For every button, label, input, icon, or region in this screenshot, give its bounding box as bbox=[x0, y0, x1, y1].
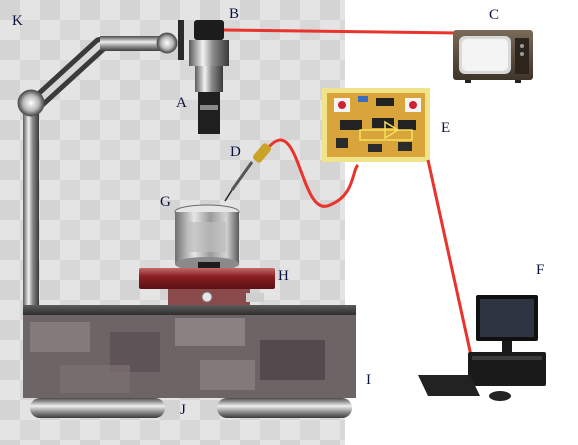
computer-F bbox=[418, 295, 546, 401]
label-G: G bbox=[160, 195, 171, 210]
label-D: D bbox=[230, 145, 241, 160]
label-F: F bbox=[536, 263, 544, 278]
monitor-C bbox=[453, 30, 533, 83]
label-E: E bbox=[441, 121, 450, 136]
label-B: B bbox=[229, 7, 239, 22]
label-A: A bbox=[176, 96, 187, 111]
sample-cell-G bbox=[175, 205, 239, 272]
label-J: J bbox=[180, 403, 186, 418]
label-H: H bbox=[278, 269, 289, 284]
base-slab-I bbox=[23, 305, 356, 398]
label-K: K bbox=[12, 14, 23, 29]
amplifier-board-E bbox=[322, 88, 430, 162]
label-C: C bbox=[489, 8, 499, 23]
cable-board-to-computer bbox=[428, 160, 472, 360]
label-I: I bbox=[366, 373, 371, 388]
